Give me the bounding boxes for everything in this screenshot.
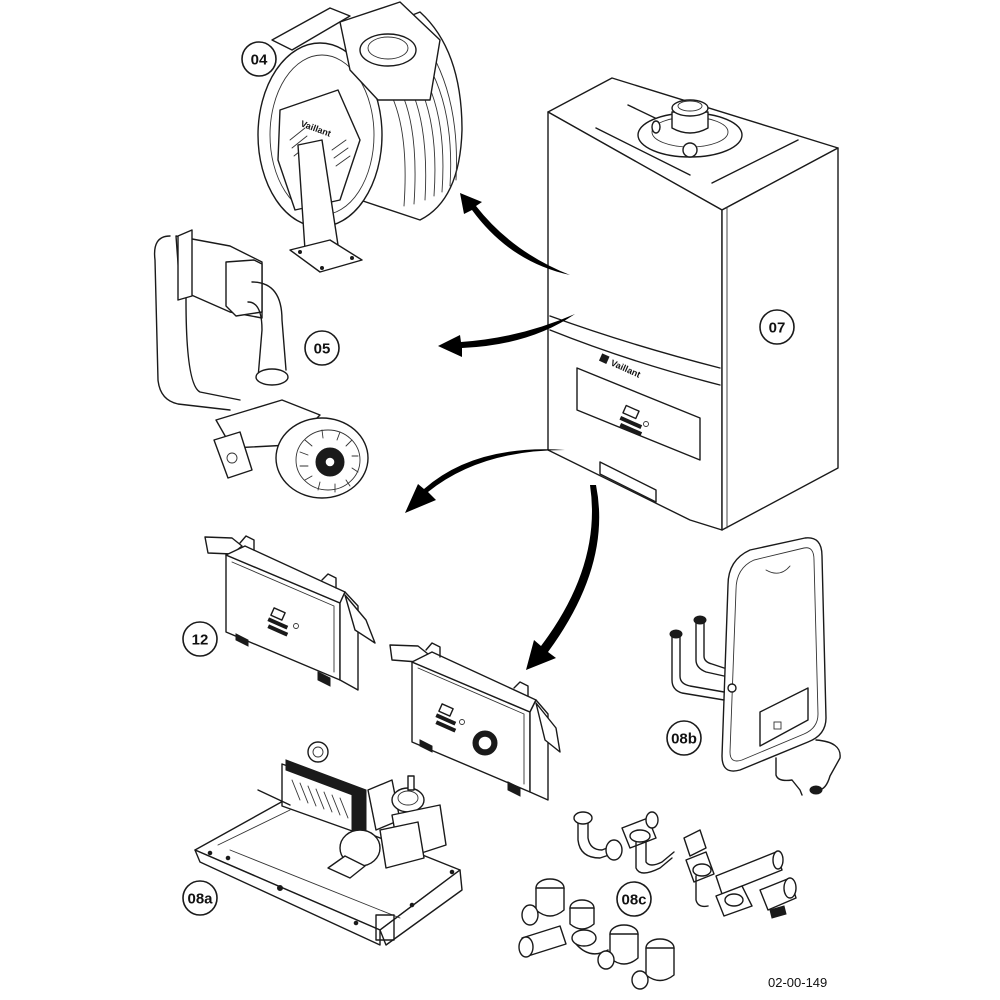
callout-08c: 08c [616, 881, 652, 917]
arrow-to-05 [438, 314, 575, 357]
electronics-box-alt [389, 642, 561, 801]
callout-label: 12 [192, 632, 209, 649]
fan-and-air-duct [153, 229, 369, 499]
direction-arrows [405, 193, 600, 670]
hydraulic-block [194, 741, 463, 946]
callout-12: 12 [182, 621, 218, 657]
callout-circle [182, 880, 218, 916]
arrow-to-electronics-box-alt [526, 485, 600, 670]
boiler-casing: Vaillant [547, 77, 839, 531]
callout-label: 04 [251, 52, 268, 69]
callout-label: 07 [769, 320, 786, 337]
callout-08a: 08a [182, 880, 218, 916]
callout-label: 05 [314, 341, 331, 358]
arrow-to-12 [405, 449, 565, 513]
callout-circle [304, 330, 340, 366]
callout-circle [182, 621, 218, 657]
callout-07: 07 [759, 309, 795, 345]
callout-05: 05 [304, 330, 340, 366]
callout-08b: 08b [666, 720, 702, 756]
figure-reference-code: 02-00-149 [768, 975, 827, 990]
callout-label: 08c [621, 892, 646, 909]
expansion-vessel [669, 537, 841, 796]
arrow-to-04 [460, 193, 570, 275]
callout-label: 08a [187, 891, 213, 908]
electronics-box [204, 535, 376, 691]
callout-label: 08b [671, 731, 697, 748]
callout-circle [241, 41, 277, 77]
callout-04: 04 [241, 41, 277, 77]
burner-heat-cell: Vaillant [257, 1, 463, 273]
callout-circle [666, 720, 702, 756]
connection-fittings [518, 811, 797, 990]
callout-circle [616, 881, 652, 917]
callout-circle [759, 309, 795, 345]
